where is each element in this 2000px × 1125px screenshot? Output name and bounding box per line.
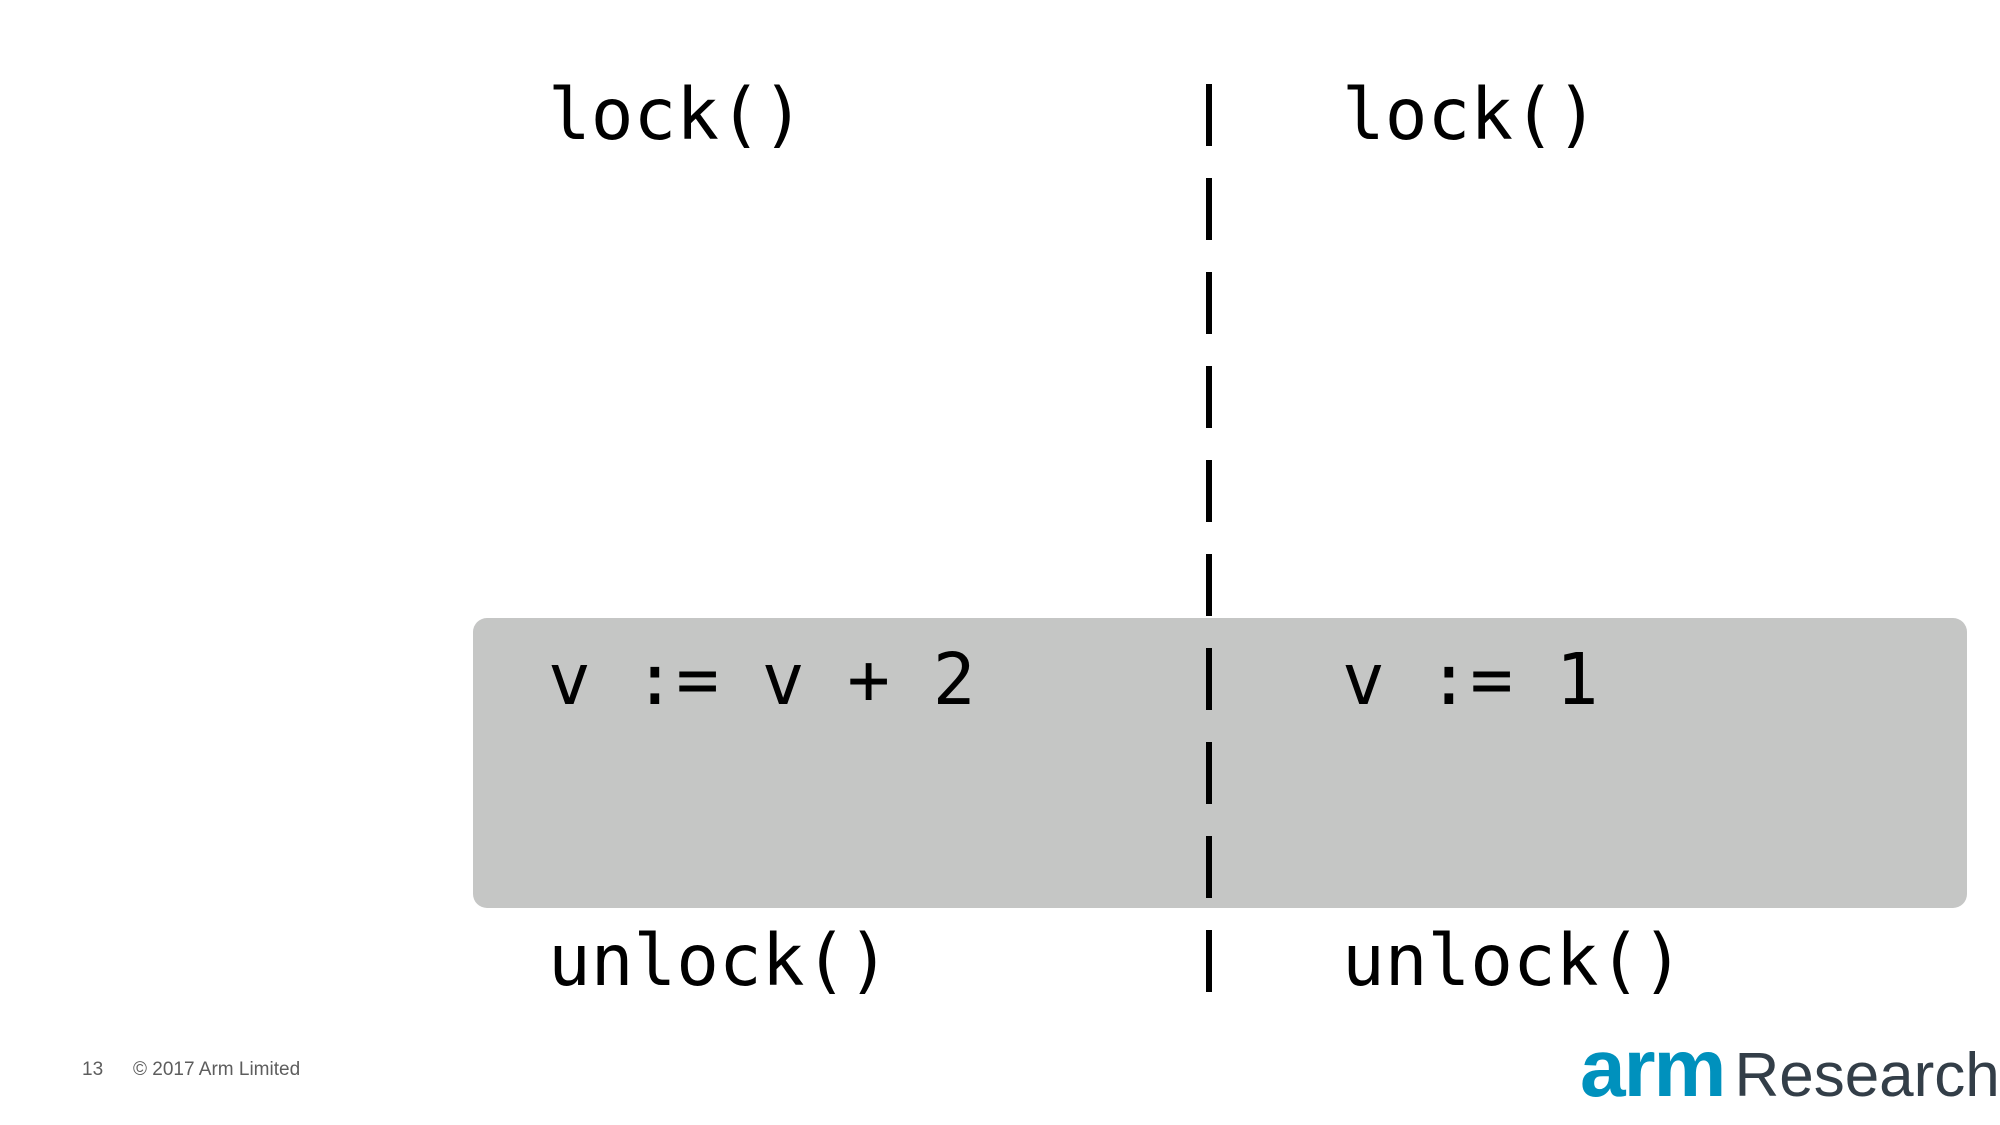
critical-section-highlight [473,618,1967,908]
logo-brand: arm [1580,1022,1726,1114]
divider-segment [1206,836,1212,898]
left-unlock-call: unlock() [548,919,890,1002]
right-unlock-call: unlock() [1342,919,1684,1002]
left-lock-call: lock() [548,73,805,156]
divider-segment [1206,648,1212,710]
divider-segment [1206,554,1212,616]
copyright-notice: © 2017 Arm Limited [133,1059,301,1080]
arm-research-logo: arm Research [1580,1022,2000,1114]
divider-segment [1206,930,1212,992]
divider-segment [1206,460,1212,522]
divider-segment [1206,272,1212,334]
divider-segment [1206,178,1212,240]
right-assignment: v := 1 [1342,638,1599,721]
slide-number: 13 [82,1059,104,1080]
divider-segment [1206,84,1212,146]
left-assignment: v := v + 2 [548,638,976,721]
logo-division: Research [1734,1041,2000,1111]
divider-segment [1206,366,1212,428]
divider-segment [1206,742,1212,804]
right-lock-call: lock() [1342,73,1599,156]
